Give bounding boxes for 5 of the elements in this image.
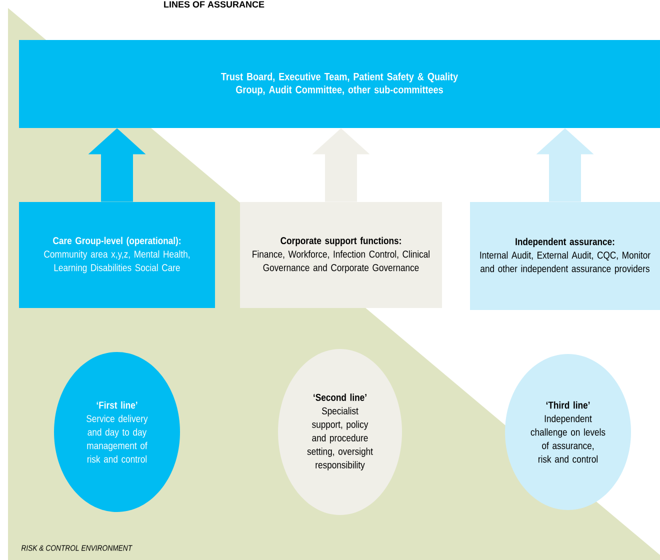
area-label: RISK & CONTROL ENVIRONMENT (21, 545, 132, 551)
title: LINES OF ASSURANCE (164, 1, 264, 8)
function-box: Independent assurance: Internal Audit, External Audit, CQC, Monitor and other independent assurance providers (470, 202, 660, 310)
function-box: Corporate support functions: Finance, Workforce, Infection Control, Clinical Governance and Corporate Governance (240, 202, 442, 308)
function-box: Care Group-level (operational): Community area x,y,z, Mental Health, Learning Disabilities Social Care (19, 202, 215, 308)
